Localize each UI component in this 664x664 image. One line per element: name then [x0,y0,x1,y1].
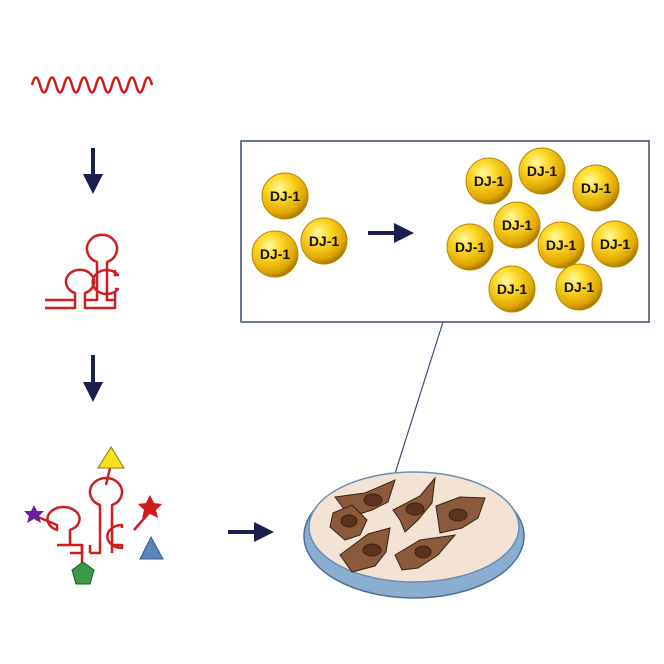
cell [394,534,457,571]
yellow-triangle-modification [97,446,125,469]
cell [435,496,486,534]
dj1-label: DJ-1 [260,246,291,262]
dj1-protein-ball: DJ-1 [518,147,566,195]
dj1-label: DJ-1 [564,279,595,295]
petri-dish [303,471,525,599]
dj1-protein-ball: DJ-1 [261,172,309,220]
protein-balls-before: DJ-1DJ-1DJ-1 [251,172,348,278]
dj1-label: DJ-1 [502,217,533,233]
dj1-label: DJ-1 [270,188,301,204]
cell [339,527,391,573]
dj1-label: DJ-1 [455,239,486,255]
dj1-protein-ball: DJ-1 [572,164,620,212]
cell [329,504,368,541]
dj1-label: DJ-1 [474,173,505,189]
dj1-protein-ball: DJ-1 [591,220,639,268]
red-star-modification [138,495,162,518]
dj1-protein-ball: DJ-1 [300,217,348,265]
green-pentagon-modification [71,561,95,585]
dj1-protein-ball: DJ-1 [488,265,536,313]
purple-star-modification [24,505,44,523]
dj1-protein-ball: DJ-1 [251,230,299,278]
dj1-label: DJ-1 [581,180,612,196]
dj1-protein-ball: DJ-1 [465,157,513,205]
callout-line [391,321,444,484]
dj1-protein-ball: DJ-1 [537,221,585,269]
blue-triangle-modification [139,535,164,560]
linear-rna-strand [30,76,154,94]
folded-aptamer [45,233,120,310]
dj1-protein-ball: DJ-1 [446,223,494,271]
cells-group [329,476,486,573]
dj1-protein-ball: DJ-1 [493,201,541,249]
dj1-label: DJ-1 [309,233,340,249]
dj1-label: DJ-1 [546,237,577,253]
cell [392,476,436,533]
dj1-label: DJ-1 [527,163,558,179]
modified-aptamer [24,446,164,585]
dj1-protein-ball: DJ-1 [555,263,603,311]
dj1-label: DJ-1 [600,236,631,252]
dj1-label: DJ-1 [497,281,528,297]
